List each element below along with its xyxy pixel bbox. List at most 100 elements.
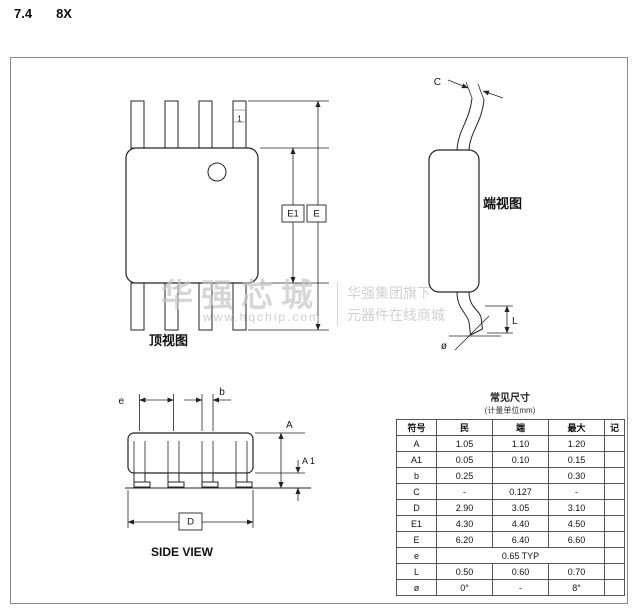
dim-label-e1: E1 <box>287 209 299 220</box>
pin <box>198 282 213 331</box>
cell-note <box>604 547 625 564</box>
package-body <box>125 147 259 284</box>
dim-label-e-pitch: e <box>118 396 124 407</box>
cell-note <box>604 531 625 548</box>
header-typ: 端 <box>492 419 549 436</box>
cell-symbol: E1 <box>396 515 437 532</box>
cell-min: 0.05 <box>436 451 493 468</box>
cell-typ: 3.05 <box>492 499 549 516</box>
cell-symbol: D <box>396 499 437 516</box>
pin <box>164 100 179 149</box>
dim-label-box-e <box>306 204 327 223</box>
watermark-divider <box>337 282 338 326</box>
cell-note <box>604 451 625 468</box>
end-view-label: 端视图 <box>483 196 522 211</box>
cell-max: - <box>548 483 605 500</box>
top-view-label: 顶视图 <box>149 333 188 348</box>
cell-max: 3.10 <box>548 499 605 516</box>
top-view-drawing: 1 E1 E 顶视图 <box>125 100 329 348</box>
dim-label-e: E <box>313 209 319 220</box>
cell-typ: 6.40 <box>492 531 549 548</box>
dim-label-b: b <box>219 387 225 398</box>
table-row: A1 0.05 0.10 0.15 <box>396 451 625 468</box>
cell-max: 6.60 <box>548 531 605 548</box>
cell-symbol: A <box>396 435 437 452</box>
cell-typ: 0.127 <box>492 483 549 500</box>
cell-max: 0.30 <box>548 467 605 484</box>
dim-label-a1: A 1 <box>302 456 315 466</box>
cell-min: 6.20 <box>436 531 493 548</box>
dim-label-c: C <box>434 77 441 88</box>
pin <box>232 100 247 149</box>
table-row: b 0.25 0.30 <box>396 467 625 484</box>
cell-symbol: E <box>396 531 437 548</box>
pin <box>198 100 213 149</box>
cell-note <box>604 467 625 484</box>
cell-note <box>604 515 625 532</box>
table-row: L 0.50 0.60 0.70 <box>396 563 625 580</box>
dim-label-box-d <box>178 512 203 531</box>
top-view-pins-top <box>130 100 247 149</box>
cell-min: 0.50 <box>436 563 493 580</box>
lead-through-lines <box>133 441 248 473</box>
cell-min: 0° <box>436 579 493 596</box>
cell-symbol: L <box>396 563 437 580</box>
cell-typ: 0.60 <box>492 563 549 580</box>
dim-c-arrows <box>447 79 504 99</box>
pin1-marker-box <box>233 109 246 123</box>
header-symbol: 符号 <box>396 419 437 436</box>
table-row: A 1.05 1.10 1.20 <box>396 435 625 452</box>
table-row: E1 4.30 4.40 4.50 <box>396 515 625 532</box>
dimensions-table: 符号 民 端 最大 记 A 1.05 1.10 1.20 A1 0.05 <box>396 419 625 596</box>
pin1-dot <box>207 162 227 182</box>
side-view-drawing: e b A A 1 D <box>118 387 315 559</box>
section-title: 8X <box>56 6 72 21</box>
header-min: 民 <box>436 419 493 436</box>
table-row: e 0.65 TYP <box>396 547 625 564</box>
cell-note <box>604 483 625 500</box>
cell-min: 1.05 <box>436 435 493 452</box>
side-view-pins <box>133 472 253 488</box>
section-heading: 7.4 8X <box>14 6 72 21</box>
pin1-marker-label: 1 <box>237 115 242 124</box>
cell-note <box>604 435 625 452</box>
cell-typ: 4.40 <box>492 515 549 532</box>
cell-typ: - <box>492 579 549 596</box>
pin <box>164 282 179 331</box>
pin <box>232 282 247 331</box>
cell-max: 0.15 <box>548 451 605 468</box>
cell-max: 1.20 <box>548 435 605 452</box>
cell-min: 2.90 <box>436 499 493 516</box>
top-view-pins-bottom <box>130 282 247 331</box>
cell-span-value: 0.65 TYP <box>436 547 605 564</box>
dim-label-a: A <box>286 420 293 431</box>
dim-label-phi: ø <box>441 341 447 352</box>
cell-typ <box>492 467 549 484</box>
drawing-frame: 1 E1 E 顶视图 <box>10 57 628 604</box>
lead-bottom <box>456 291 483 336</box>
dim-phi-lines <box>449 315 501 351</box>
table-header-row: 符号 民 端 最大 记 <box>396 419 625 436</box>
package-drawing-svg: 1 E1 E 顶视图 <box>118 77 522 559</box>
package-body-front <box>127 432 254 474</box>
cell-min: 4.30 <box>436 515 493 532</box>
table-row: ø 0° - 8° <box>396 579 625 596</box>
dim-label-box-e1 <box>281 204 305 223</box>
section-number: 7.4 <box>14 6 33 21</box>
cell-symbol: C <box>396 483 437 500</box>
header-note: 记 <box>604 419 625 436</box>
table-subtitle: (计量单位mm) <box>484 406 536 415</box>
dim-l-lines <box>485 305 513 334</box>
cell-symbol: e <box>396 547 437 564</box>
cell-symbol: b <box>396 467 437 484</box>
pin <box>130 282 145 331</box>
cell-symbol: ø <box>396 579 437 596</box>
pin <box>130 100 145 149</box>
dim-label-d: D <box>187 517 194 528</box>
dim-label-l: L <box>512 316 518 327</box>
end-view-drawing: C L ø 端视图 <box>428 77 522 352</box>
table-row: D 2.90 3.05 3.10 <box>396 499 625 516</box>
dim-e-lines <box>139 394 174 431</box>
cell-max: 4.50 <box>548 515 605 532</box>
